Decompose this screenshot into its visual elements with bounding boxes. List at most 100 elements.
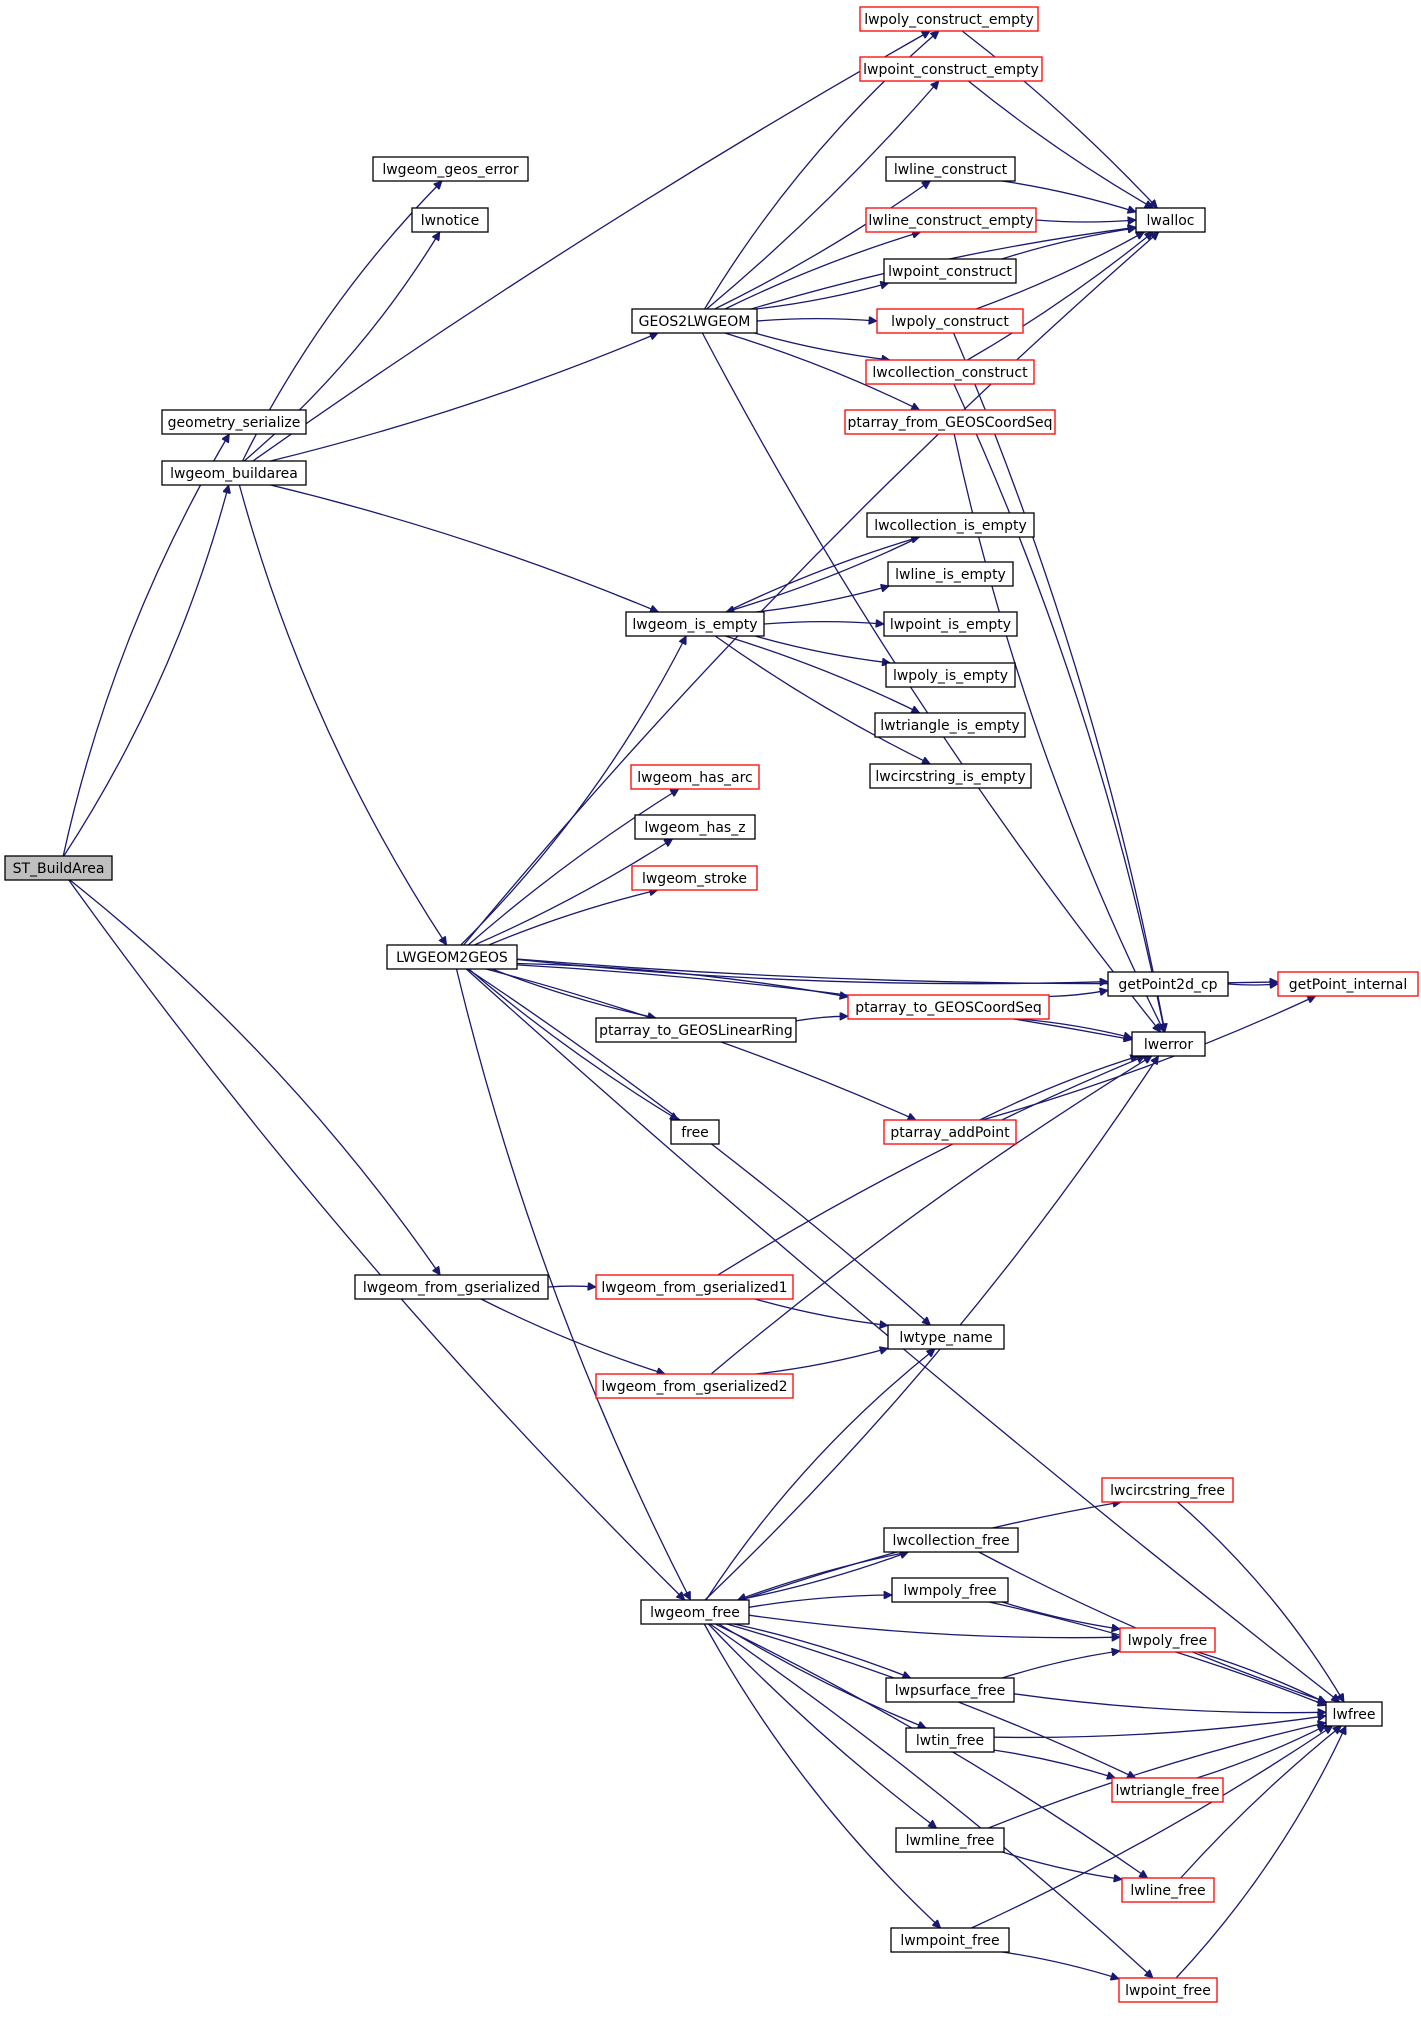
node-tie[interactable]: lwtriangle_is_empty bbox=[874, 712, 1026, 738]
node-label-ptie: lwpoint_is_empty bbox=[890, 617, 1011, 633]
node-label-tname: lwtype_name bbox=[899, 1330, 992, 1346]
node-lce[interactable]: lwline_construct_empty bbox=[865, 207, 1037, 233]
edge-l2g-to-ie bbox=[460, 636, 687, 946]
node-psfree[interactable]: lwpsurface_free bbox=[885, 1677, 1015, 1703]
node-lfree[interactable]: lwline_free bbox=[1121, 1877, 1215, 1903]
node-mlfree[interactable]: lwmline_free bbox=[895, 1827, 1005, 1853]
node-label-csie: lwcircstring_is_empty bbox=[875, 769, 1025, 785]
node-pc[interactable]: lwpoly_construct bbox=[876, 308, 1024, 334]
node-lc[interactable]: lwline_construct bbox=[885, 156, 1016, 182]
node-box-paap bbox=[883, 1119, 1017, 1145]
node-free[interactable]: free bbox=[670, 1119, 720, 1145]
node-ie[interactable]: lwgeom_is_empty bbox=[625, 611, 765, 637]
edge-g2l-to-pc bbox=[756, 319, 877, 321]
edge-gfree-to-mpfree bbox=[748, 1595, 892, 1608]
edge-csfree-to-lwfree bbox=[1177, 1501, 1345, 1702]
edge-gfree-to-mlfree bbox=[707, 1623, 936, 1828]
node-label-lie: lwline_is_empty bbox=[895, 567, 1006, 583]
node-box-lfg2 bbox=[595, 1373, 794, 1399]
node-trifree[interactable]: lwtriangle_free bbox=[1111, 1777, 1224, 1803]
edge-g2l-to-cc bbox=[754, 332, 890, 360]
edge-ie-to-csie bbox=[714, 635, 930, 765]
node-gser[interactable]: geometry_serialize bbox=[161, 409, 307, 435]
node-lie[interactable]: lwline_is_empty bbox=[887, 561, 1014, 587]
edge-cc-to-alloc bbox=[967, 232, 1153, 361]
edge-gfree-to-cfree bbox=[737, 1552, 909, 1601]
node-patcs[interactable]: ptarray_to_GEOSCoordSeq bbox=[847, 994, 1050, 1020]
edge-l2g-to-gp2d bbox=[516, 958, 1108, 984]
node-root[interactable]: ST_BuildArea bbox=[4, 855, 113, 881]
node-box-patcs bbox=[847, 994, 1050, 1020]
node-ptfree[interactable]: lwpoint_free bbox=[1118, 1977, 1218, 2003]
edge-mpfree-to-pfree bbox=[1002, 1601, 1120, 1629]
node-patlr[interactable]: ptarray_to_GEOSLinearRing bbox=[595, 1017, 797, 1043]
node-mptfree[interactable]: lwmpoint_free bbox=[890, 1927, 1010, 1953]
node-label-gser: geometry_serialize bbox=[168, 415, 301, 431]
edge-trifree-to-lwfree bbox=[1196, 1724, 1326, 1779]
node-box-lce bbox=[865, 207, 1037, 233]
node-cie[interactable]: lwcollection_is_empty bbox=[866, 512, 1035, 538]
node-ptie[interactable]: lwpoint_is_empty bbox=[883, 611, 1018, 637]
node-ptc[interactable]: lwpoint_construct bbox=[883, 258, 1017, 284]
edge-gp2d-to-gpi bbox=[1227, 984, 1278, 985]
edge-pce-to-alloc bbox=[961, 30, 1157, 208]
node-lfg[interactable]: lwgeom_from_gserialized bbox=[354, 1274, 549, 1300]
node-box-mpfree bbox=[891, 1577, 1009, 1603]
node-box-pc bbox=[876, 308, 1024, 334]
node-label-notice: lwnotice bbox=[421, 213, 479, 229]
node-pce[interactable]: lwpoly_construct_empty bbox=[859, 6, 1039, 32]
node-err[interactable]: lwerror bbox=[1131, 1031, 1206, 1057]
node-box-cie bbox=[866, 512, 1035, 538]
edge-patlr-to-patcs bbox=[795, 1016, 848, 1022]
edge-lfg1-to-err bbox=[717, 1056, 1145, 1276]
edge-gfree-to-tname bbox=[705, 1349, 935, 1601]
edge-l2g-to-alloc bbox=[463, 232, 1159, 946]
edge-tinfree-to-trifree bbox=[993, 1749, 1115, 1778]
node-harc[interactable]: lwgeom_has_arc bbox=[630, 764, 760, 790]
node-box-csfree bbox=[1101, 1477, 1234, 1503]
node-cc[interactable]: lwcollection_construct bbox=[865, 359, 1035, 385]
node-lfg2[interactable]: lwgeom_from_gserialized2 bbox=[595, 1373, 794, 1399]
node-pfree[interactable]: lwpoly_free bbox=[1119, 1627, 1216, 1653]
edge-g2l-to-ptc bbox=[755, 283, 889, 310]
node-label-cfree: lwcollection_free bbox=[892, 1533, 1009, 1549]
edge-g2l-to-pafg bbox=[724, 332, 920, 411]
node-box-pfree bbox=[1119, 1627, 1216, 1653]
node-ptce[interactable]: lwpoint_construct_empty bbox=[859, 56, 1043, 82]
node-alloc[interactable]: lwalloc bbox=[1135, 207, 1206, 233]
node-lfg1[interactable]: lwgeom_from_gserialized1 bbox=[595, 1274, 794, 1300]
node-box-free bbox=[670, 1119, 720, 1145]
node-lwfree[interactable]: lwfree bbox=[1325, 1701, 1383, 1727]
node-stroke[interactable]: lwgeom_stroke bbox=[631, 865, 758, 891]
node-gp2d[interactable]: getPoint2d_cp bbox=[1107, 971, 1229, 997]
node-label-lwfree: lwfree bbox=[1333, 1707, 1376, 1723]
node-label-mlfree: lwmline_free bbox=[906, 1833, 995, 1849]
node-cfree[interactable]: lwcollection_free bbox=[883, 1527, 1019, 1553]
node-pie[interactable]: lwpoly_is_empty bbox=[885, 662, 1016, 688]
edge-ptfree-to-lwfree bbox=[1175, 1726, 1346, 1979]
edge-lfg-to-lfg1 bbox=[547, 1286, 596, 1287]
node-hz[interactable]: lwgeom_has_z bbox=[634, 814, 756, 840]
node-csie[interactable]: lwcircstring_is_empty bbox=[869, 763, 1032, 789]
node-g2l[interactable]: GEOS2LWGEOM bbox=[631, 308, 758, 334]
node-csfree[interactable]: lwcircstring_free bbox=[1101, 1477, 1234, 1503]
node-box-patlr bbox=[595, 1017, 797, 1043]
node-paap[interactable]: ptarray_addPoint bbox=[883, 1119, 1017, 1145]
node-box-gp2d bbox=[1107, 971, 1229, 997]
node-label-root: ST_BuildArea bbox=[13, 861, 105, 877]
node-box-ie bbox=[625, 611, 765, 637]
node-label-lfg: lwgeom_from_gserialized bbox=[363, 1280, 540, 1296]
node-mpfree[interactable]: lwmpoly_free bbox=[891, 1577, 1009, 1603]
node-geoserr[interactable]: lwgeom_geos_error bbox=[372, 156, 529, 182]
edge-lfg2-to-tname bbox=[756, 1348, 888, 1375]
node-gpi[interactable]: getPoint_internal bbox=[1277, 971, 1419, 997]
node-l2g[interactable]: LWGEOM2GEOS bbox=[386, 944, 518, 970]
node-tinfree[interactable]: lwtin_free bbox=[905, 1727, 995, 1753]
node-pafg[interactable]: ptarray_from_GEOSCoordSeq bbox=[844, 409, 1056, 435]
node-notice[interactable]: lwnotice bbox=[411, 207, 489, 233]
node-label-pce: lwpoly_construct_empty bbox=[864, 12, 1034, 28]
node-tname[interactable]: lwtype_name bbox=[887, 1324, 1005, 1350]
node-gfree[interactable]: lwgeom_free bbox=[640, 1599, 750, 1625]
node-ba[interactable]: lwgeom_buildarea bbox=[161, 460, 307, 486]
edge-l2g-to-hz bbox=[474, 838, 672, 946]
